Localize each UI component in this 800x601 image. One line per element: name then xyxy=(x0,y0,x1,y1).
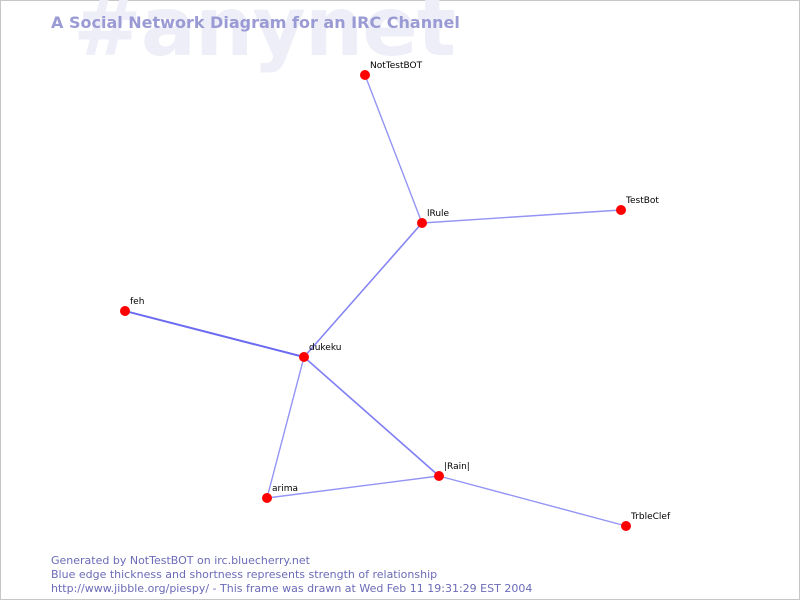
node-dot xyxy=(120,306,130,316)
edge-dukeku-arima xyxy=(266,356,305,499)
edge-arima-lRainl xyxy=(266,475,440,499)
footer: Generated by NotTestBOT on irc.bluecherr… xyxy=(51,554,532,596)
node-label: NotTestBOT xyxy=(370,61,423,71)
channel-watermark: #anynet xyxy=(73,0,456,75)
node-TrbleClef: TrbleClef xyxy=(621,512,671,531)
edge-lRainl-TrbleClef xyxy=(438,475,627,527)
edges-layer xyxy=(124,74,627,527)
node-dot xyxy=(621,521,631,531)
node-label: dukeku xyxy=(309,343,341,353)
node-lRainl: |Rain| xyxy=(434,462,470,481)
node-label: lRule xyxy=(427,209,450,219)
node-feh: feh xyxy=(120,297,144,316)
edge-feh-dukeku xyxy=(124,310,305,358)
edge-lRule-TestBot xyxy=(421,209,622,224)
node-dot xyxy=(434,471,444,481)
node-dot xyxy=(616,205,626,215)
footer-legend: Blue edge thickness and shortness repres… xyxy=(51,568,438,581)
edge-NotTestBOT-lRule xyxy=(364,74,423,224)
node-label: |Rain| xyxy=(444,462,470,472)
node-label: TestBot xyxy=(625,196,659,206)
node-label: TrbleClef xyxy=(630,512,671,522)
footer-timestamp: http://www.jibble.org/piespy/ - This fra… xyxy=(51,582,533,595)
nodes-layer: NotTestBOT TestBot lRule feh dukeku |Rain| ari… xyxy=(120,61,671,531)
node-label: arima xyxy=(272,484,298,494)
diagram-title: A Social Network Diagram for an IRC Chan… xyxy=(51,13,460,32)
node-NotTestBOT: NotTestBOT xyxy=(360,61,423,80)
node-arima: arima xyxy=(262,484,298,503)
node-dot xyxy=(417,218,427,228)
node-dot xyxy=(262,493,272,503)
edge-lRule-dukeku xyxy=(303,222,423,358)
node-dot xyxy=(299,352,309,362)
node-lRule: lRule xyxy=(417,209,450,228)
node-TestBot: TestBot xyxy=(616,196,659,215)
footer-generated-by: Generated by NotTestBOT on irc.bluecherr… xyxy=(51,554,310,567)
node-dot xyxy=(360,70,370,80)
node-dukeku: dukeku xyxy=(299,343,341,362)
node-label: feh xyxy=(130,297,144,307)
edge-dukeku-lRainl xyxy=(303,356,440,477)
